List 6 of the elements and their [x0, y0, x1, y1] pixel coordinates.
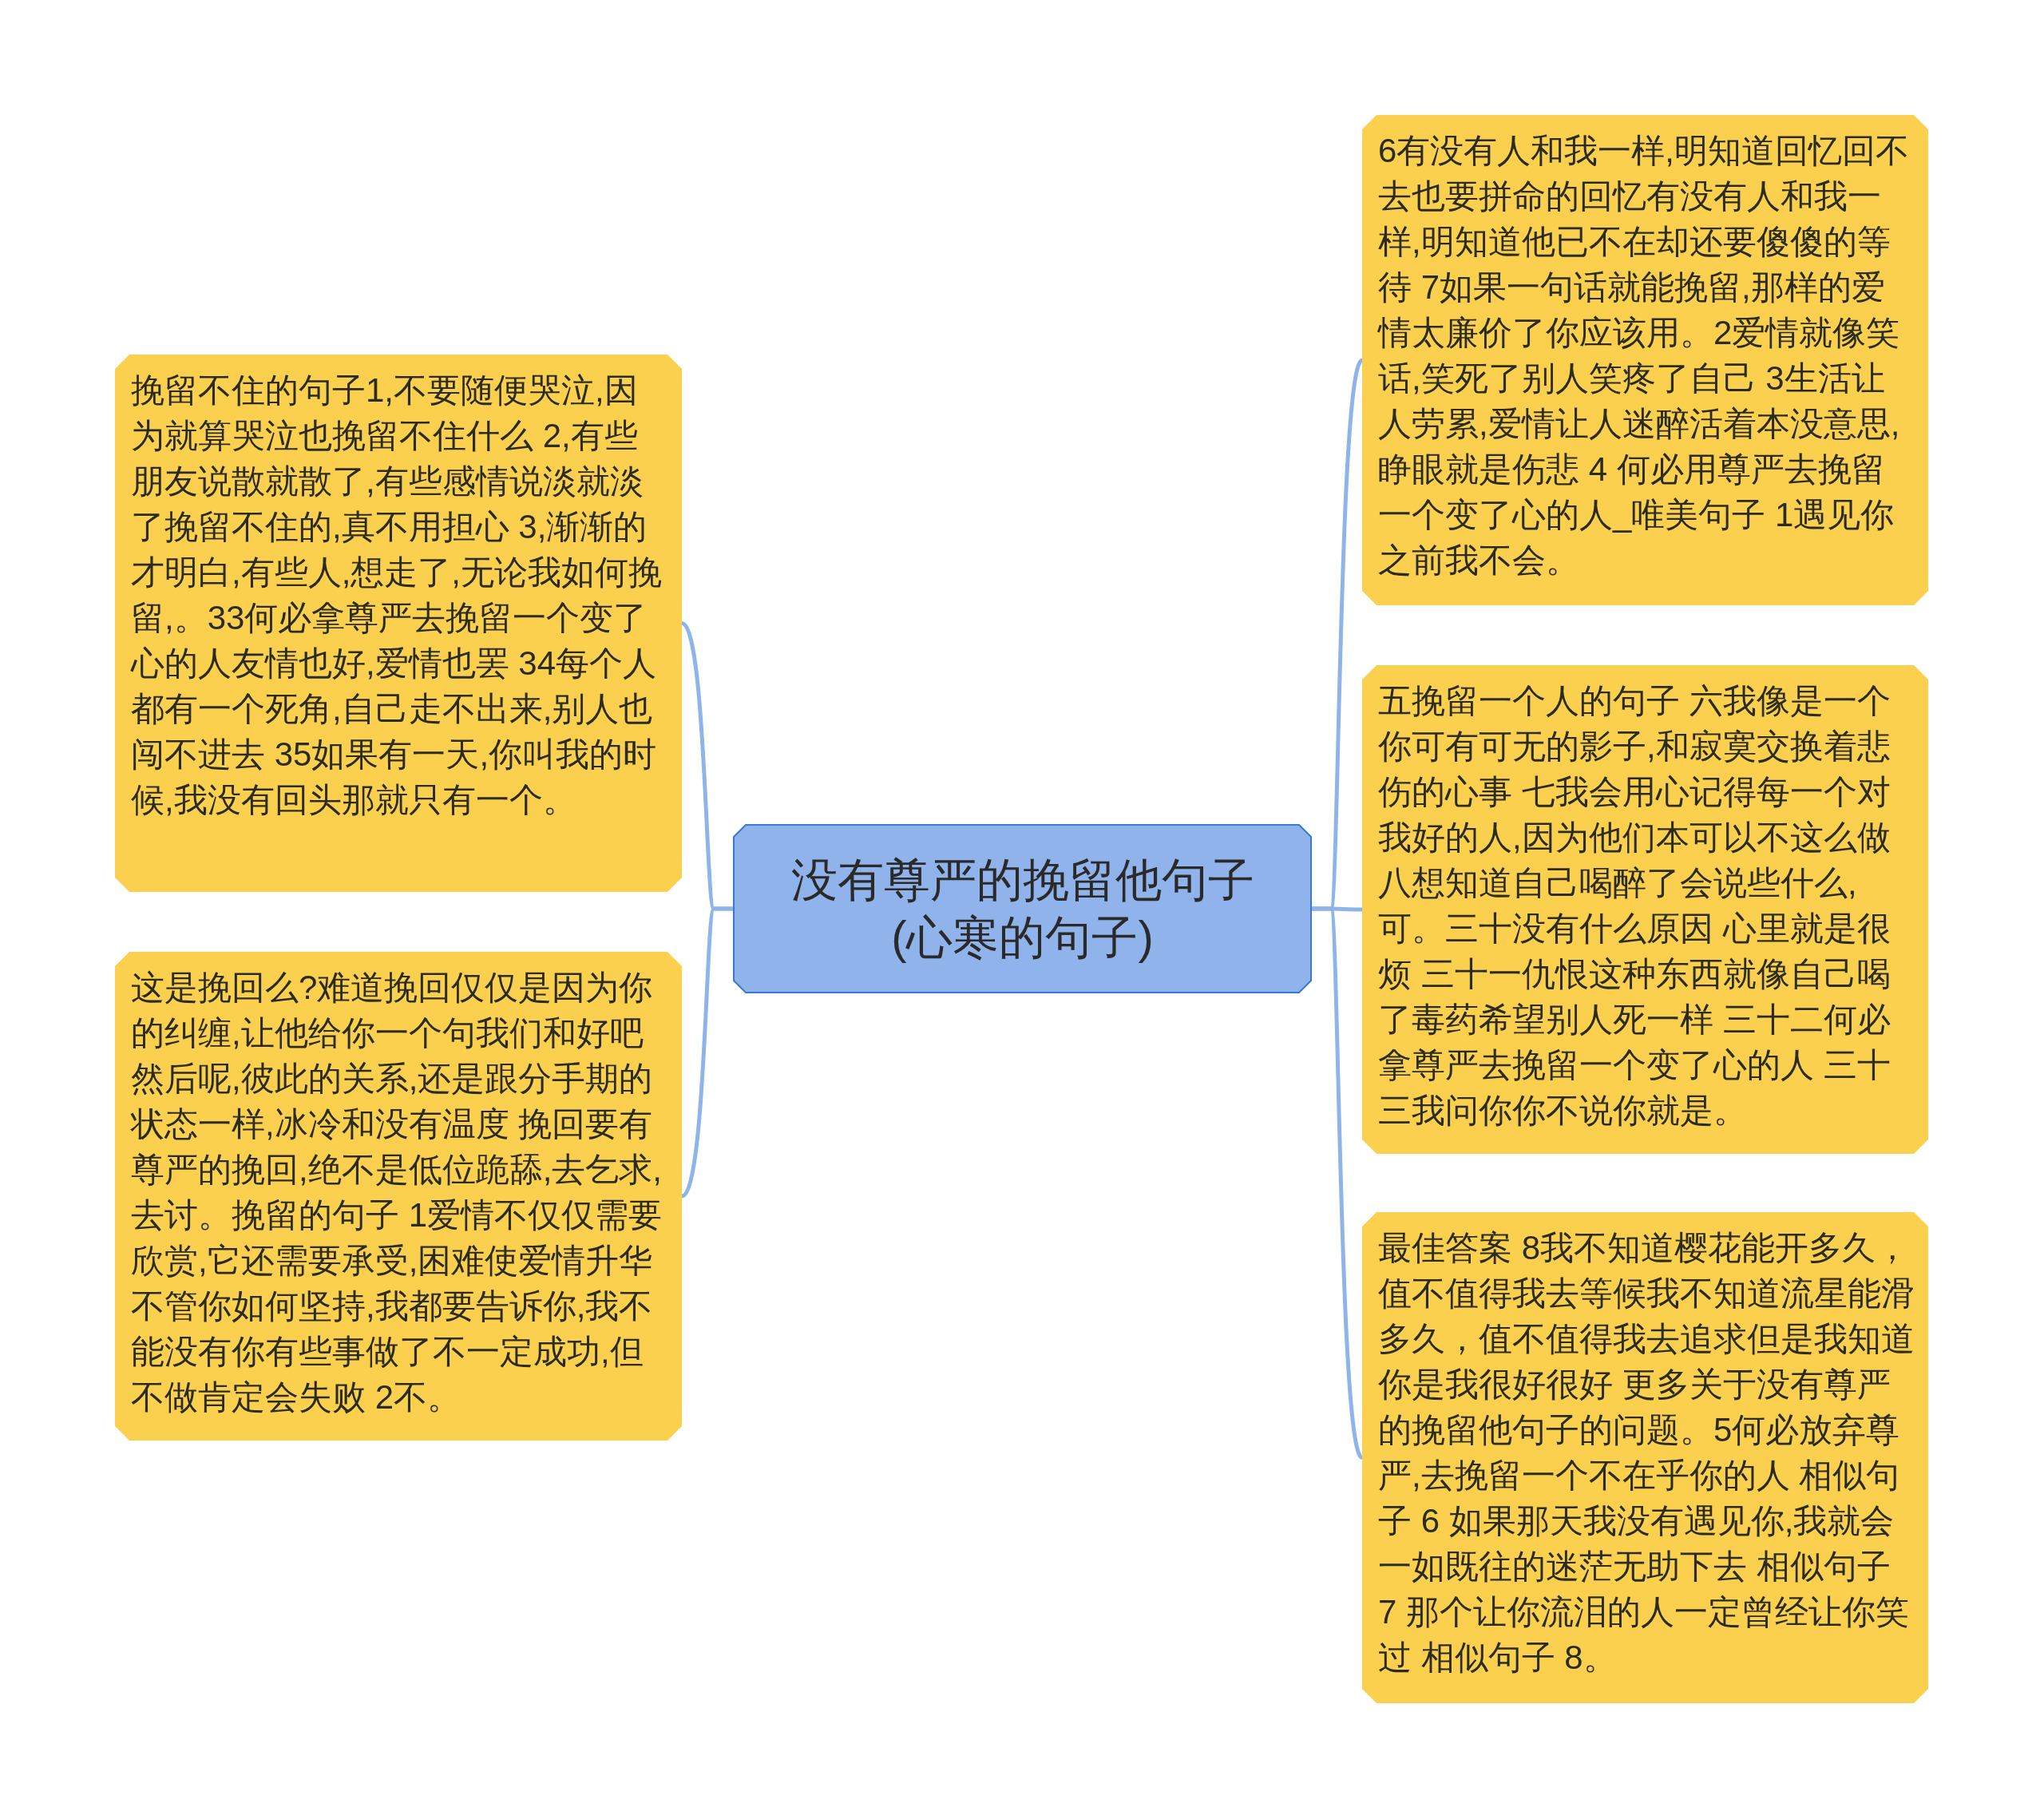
topic-box: 没有尊严的挽留他句子(心寒的句子): [733, 824, 1312, 993]
text-card: 最佳答案 8我不知道樱花能开多久，值不值得我去等候我不知道流星能滑多久，值不值得我去追求但是我知道你是我很好很好 更多关于没有尊严的挽留他句子的问题。5何必放弃尊严,去挽留一个不在乎你的人 相似句子 6 如果那天我没有遇见你,我就会一如既往的迷茫无助下去 相似句子 7 那个让你流泪的人一定曾经让你笑过 相似句子 8。: [1362, 1212, 1928, 1703]
text-card: 6有没有人和我一样,明知道回忆回不去也要拼命的回忆有没有人和我一样,明知道他已不在却还要傻傻的等待 7如果一句话就能挽留,那样的爱情太廉价了你应该用。2爱情就像笑话,笑死了别人笑疼了自己 3生活让人劳累,爱情让人迷醉活着本没意思,睁眼就是伤悲 4 何必用尊严去挽留一个变了心的人_唯美句子 1遇见你之前我不会。: [1362, 115, 1928, 605]
text-card: 挽留不住的句子1,不要随便哭泣,因为就算哭泣也挽留不住什么 2,有些朋友说散就散了,有些感情说淡就淡了挽留不住的,真不用担心 3,渐渐的才明白,有些人,想走了,无论我如何挽留,。33何必拿尊严去挽留一个变了心的人友情也好,爱情也罢 34每个人都有一个死角,自己走不出来,别人也闯不进去 35如果有一天,你叫我的时候,我没有回头那就只有一个。: [115, 355, 682, 892]
text-card: 这是挽回么?难道挽回仅仅是因为你的纠缠,让他给你一个句我们和好吧然后呢,彼此的关系,还是跟分手期的状态一样,冰冷和没有温度 挽回要有尊严的挽回,绝不是低位跪舔,去乞求,去讨。挽留的句子 1爱情不仅仅需要欣赏,它还需要承受,困难使爱情升华不管你如何坚持,我都要告诉你,我不能没有你有些事做了不一定成功,但不做肯定会失败 2不。: [115, 952, 682, 1441]
text-card: 五挽留一个人的句子 六我像是一个你可有可无的影子,和寂寞交换着悲伤的心事 七我会用心记得每一个对我好的人,因为他们本可以不这么做八想知道自己喝醉了会说些什么,可。三十没有什么原因 心里就是很烦 三十一仇恨这种东西就像自己喝了毒药希望别人死一样 三十二何必拿尊严去挽留一个变了心的人 三十三我问你你不说你就是。: [1362, 665, 1928, 1154]
